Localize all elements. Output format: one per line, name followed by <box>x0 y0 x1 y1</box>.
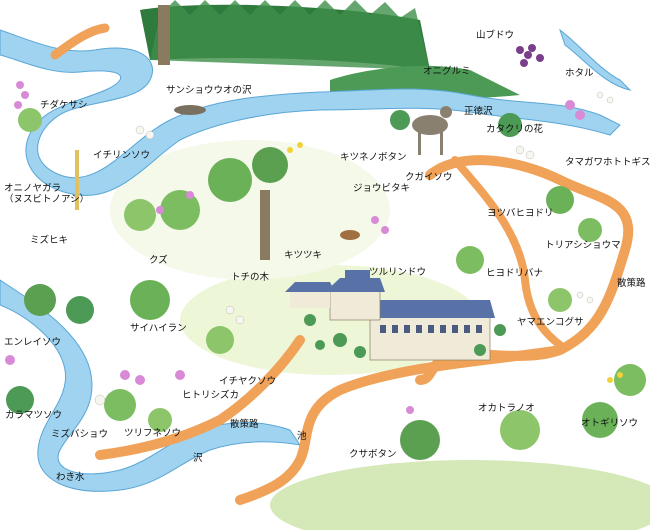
label-hitorishizuka: ヒトリシズカ <box>182 390 240 401</box>
label-mizuhiki: ミズヒキ <box>30 235 69 246</box>
label-ike: 池 <box>297 431 307 442</box>
label-hiyodoribana: ヒヨドリバナ <box>486 268 544 279</box>
label-onyagara: オニノヤガラ （ヌスビトノアシ） <box>4 183 90 205</box>
flowers <box>5 44 623 414</box>
animals <box>158 5 452 260</box>
label-kitsutsuki: キツツキ <box>284 250 323 261</box>
label-kusabotan: クサボタン <box>349 449 397 460</box>
label-wakimizu: わき水 <box>56 472 85 483</box>
label-kitsunebotan: キツネノボタン <box>340 152 407 163</box>
vegetation <box>6 108 646 460</box>
label-karamatsusou: カラマツソウ <box>5 410 63 421</box>
label-saihairan: サイハイラン <box>130 323 187 334</box>
label-tamagawa: タマガワホトトギス <box>565 157 650 168</box>
label-sanshouuo: サンショウウオの沢 <box>166 85 252 96</box>
label-sawa: 沢 <box>193 453 203 464</box>
building-complex <box>285 270 506 361</box>
label-yotsubahiyodori: ヨツバヒヨドリ <box>487 208 554 219</box>
label-ichirinsou: イチリンソウ <box>93 150 151 161</box>
label-yamaenkogusa: ヤマエンコグサ <box>517 317 584 328</box>
label-jouhitaki: ジョウビタキ <box>353 183 411 194</box>
label-mizubashou: ミズバショウ <box>51 429 109 440</box>
label-enreisou: エンレイソウ <box>4 337 62 348</box>
label-otogirisou: オトギリソウ <box>581 418 639 429</box>
label-sansakuro-right: 散策路 <box>617 278 646 289</box>
label-tsurifuneso: ツリフネソウ <box>124 428 182 439</box>
label-yamabudou: 山ブドウ <box>476 30 515 41</box>
label-chidakesashi: チダケサシ <box>40 100 88 111</box>
label-sansakuro-left: 散策路 <box>230 419 259 430</box>
label-oniguruми: オニグルミ <box>423 66 471 77</box>
label-toriashi: トリアシショウマ <box>545 240 621 251</box>
label-tochinoki: トチの木 <box>231 272 270 283</box>
label-hotaru: ホタル <box>565 68 594 79</box>
label-katakuri: カタクリの花 <box>486 124 544 135</box>
label-kugaisou: クガイソウ <box>405 172 453 183</box>
label-kuzu: クズ <box>149 255 168 266</box>
label-otakatoranoo: オカトラノオ <box>478 403 535 414</box>
label-tsururindou: ツルリンドウ <box>369 267 427 278</box>
label-ichiyakusou: イチヤクソウ <box>219 376 277 387</box>
label-shotokuzawa: 正徳沢 <box>464 106 493 117</box>
